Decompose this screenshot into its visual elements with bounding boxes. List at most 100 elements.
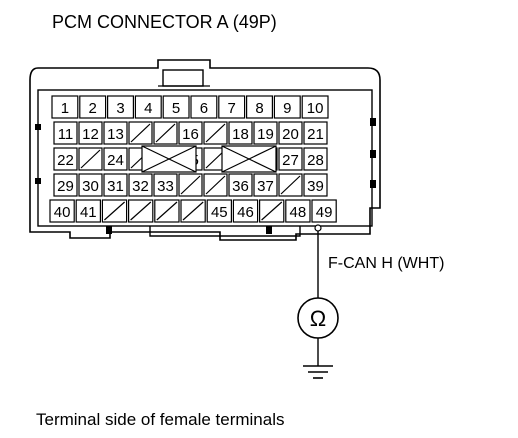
terminal-number: 49 — [316, 204, 333, 221]
page-title: PCM CONNECTOR A (49P) — [52, 12, 277, 32]
terminal-number: 27 — [282, 152, 299, 169]
terminal-number: 20 — [282, 126, 299, 143]
terminal-cell: 30 — [78, 173, 103, 197]
ohmmeter-symbol: Ω — [310, 306, 326, 331]
terminal-cell: 6 — [190, 95, 218, 119]
terminal-number: 33 — [157, 178, 174, 195]
terminal-cell: 12 — [78, 121, 103, 145]
terminal-number: 29 — [57, 178, 74, 195]
terminal-cell: 31 — [103, 173, 128, 197]
unused-terminal-cross — [141, 145, 197, 173]
terminal-cell: 16 — [178, 121, 203, 145]
terminal-number: 16 — [182, 126, 199, 143]
terminal-number: 18 — [232, 126, 249, 143]
terminal-number: 3 — [116, 100, 124, 117]
terminal-cell: 8 — [246, 95, 274, 119]
terminal-cell — [178, 173, 203, 197]
terminal-cell: 9 — [273, 95, 301, 119]
terminal-number: 1 — [61, 100, 69, 117]
unused-terminal-slash — [104, 201, 125, 221]
terminal-number: 13 — [107, 126, 124, 143]
terminal-number: 12 — [82, 126, 99, 143]
terminal-number: 5 — [172, 100, 180, 117]
unused-terminal-slash — [130, 201, 152, 221]
terminal-cell: 1 — [51, 95, 79, 119]
connector-housing — [29, 59, 381, 241]
unused-terminal-slash — [130, 123, 151, 143]
terminal-number: 24 — [107, 152, 124, 169]
ground-icon — [303, 365, 333, 379]
connector-bottom-tab — [149, 226, 301, 237]
terminal-cell — [259, 199, 285, 223]
terminal-number: 2 — [89, 100, 97, 117]
terminal-grid: 1234567891011121316181920212224252627282… — [49, 95, 337, 223]
connector-nubs — [35, 118, 376, 234]
terminal-number: 48 — [290, 204, 307, 221]
terminal-cell: 39 — [303, 173, 328, 197]
terminal-cell: 27 — [278, 147, 303, 171]
terminal-number: 19 — [257, 126, 274, 143]
terminal-cell: 33 — [153, 173, 178, 197]
terminal-cell: 40 — [49, 199, 75, 223]
terminal-cell — [128, 199, 154, 223]
unused-terminal-slash — [180, 175, 201, 195]
terminal-number: 21 — [307, 126, 324, 143]
terminal-cell: 21 — [303, 121, 328, 145]
terminal-number: 7 — [228, 100, 236, 117]
terminal-number: 22 — [57, 152, 74, 169]
terminal-cell — [278, 173, 303, 197]
terminal-cell: 46 — [232, 199, 259, 223]
terminal-cell — [78, 147, 103, 171]
terminal-cell: 2 — [79, 95, 107, 119]
terminal-number: 9 — [283, 100, 291, 117]
terminal-cell: 19 — [253, 121, 278, 145]
terminal-number: 40 — [54, 204, 71, 221]
terminal-number: 6 — [200, 100, 208, 117]
terminal-cell: 29 — [53, 173, 78, 197]
unused-terminal-slash — [280, 175, 301, 195]
unused-terminal-slash — [261, 201, 283, 221]
unused-terminal-cross — [221, 145, 277, 173]
terminal-cell — [153, 121, 178, 145]
terminal-cell: 18 — [228, 121, 253, 145]
terminal-number: 4 — [144, 100, 152, 117]
terminal-number: 30 — [82, 178, 99, 195]
terminal-cell: 10 — [301, 95, 329, 119]
terminal-number: 10 — [307, 100, 324, 117]
unused-terminal-slash — [80, 149, 101, 169]
terminal-cell: 7 — [218, 95, 246, 119]
terminal-number: 39 — [307, 178, 324, 195]
unused-terminal-slash — [205, 175, 226, 195]
unused-terminal-slash — [155, 123, 176, 143]
terminal-cell: 37 — [253, 173, 278, 197]
terminal-number: 32 — [132, 178, 149, 195]
terminal-cell: 5 — [162, 95, 190, 119]
terminal-cell: 11 — [53, 121, 78, 145]
terminal-cell — [154, 199, 180, 223]
terminal-cell — [203, 121, 228, 145]
unused-terminal-slash — [205, 123, 226, 143]
terminal-cell: 32 — [128, 173, 153, 197]
terminal-cell — [128, 121, 153, 145]
terminal-cell: 20 — [278, 121, 303, 145]
terminal-cell: 4 — [134, 95, 162, 119]
terminal-number: 36 — [232, 178, 249, 195]
terminal-number: 31 — [107, 178, 124, 195]
terminal-number: 8 — [255, 100, 263, 117]
probe-tip — [314, 224, 322, 232]
terminal-cell: 28 — [303, 147, 328, 171]
terminal-cell: 24 — [103, 147, 128, 171]
terminal-cell — [203, 173, 228, 197]
terminal-cell: 22 — [53, 147, 78, 171]
terminal-cell: 45 — [206, 199, 232, 223]
probe-assembly: Ω — [297, 224, 339, 379]
unused-terminal-slash — [156, 201, 178, 221]
terminal-cell: 48 — [285, 199, 311, 223]
terminal-number: 37 — [257, 178, 274, 195]
terminal-number: 46 — [237, 204, 254, 221]
terminal-number: 45 — [211, 204, 228, 221]
terminal-cell: 36 — [228, 173, 253, 197]
terminal-number: 28 — [307, 152, 324, 169]
terminal-cell: 41 — [75, 199, 101, 223]
signal-label: F-CAN H (WHT) — [328, 255, 444, 272]
